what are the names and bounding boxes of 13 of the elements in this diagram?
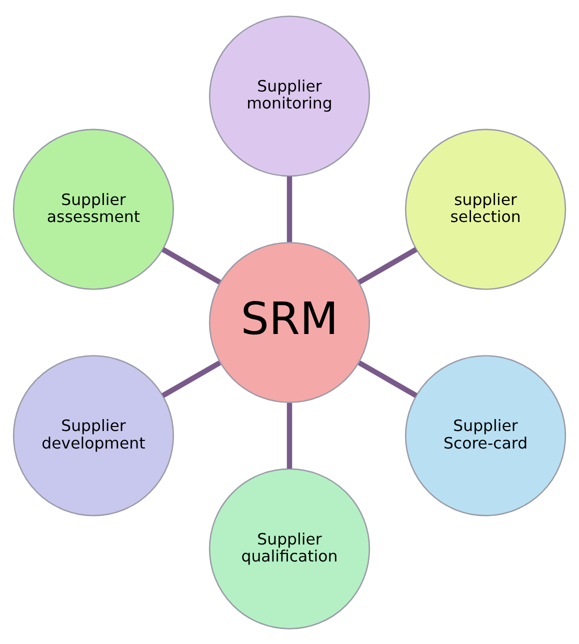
connector <box>286 176 292 242</box>
node-circle: Supplier development <box>12 354 174 516</box>
node-circle: Supplier assessment <box>12 128 174 290</box>
connector <box>286 402 292 468</box>
connector <box>358 360 418 398</box>
node-circle: Supplier monitoring <box>208 15 370 176</box>
node-circle: Supplier Score-card <box>404 354 566 516</box>
connector <box>162 246 222 284</box>
node-circle: SRM <box>208 241 370 403</box>
node-circle: Supplier qualification <box>208 468 370 629</box>
node-circle: supplier selection <box>404 128 566 290</box>
connector <box>162 360 222 398</box>
connector <box>358 246 418 284</box>
